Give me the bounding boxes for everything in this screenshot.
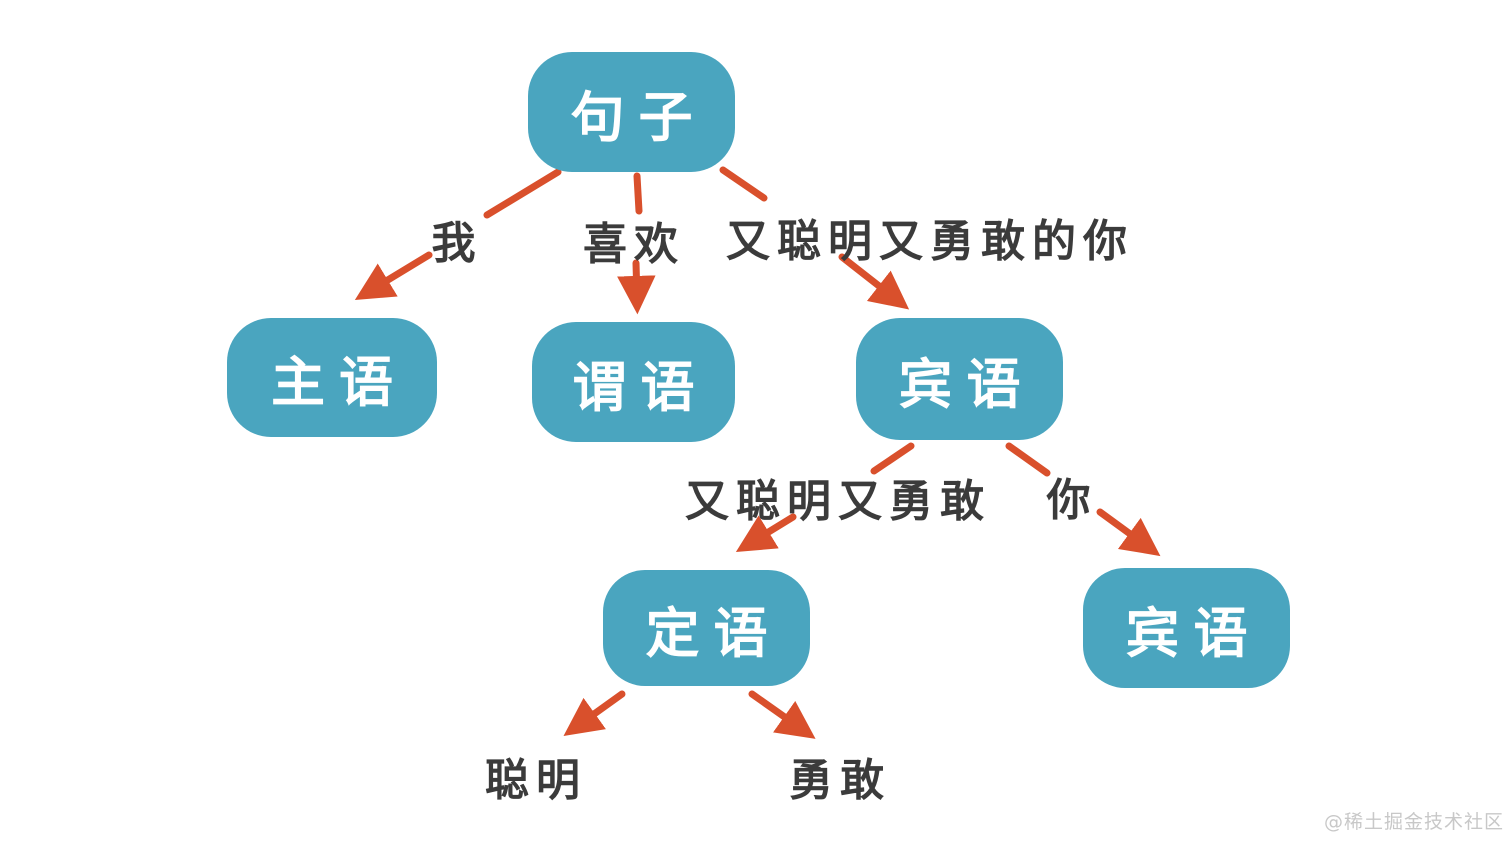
node-subject: 主语 <box>227 318 437 437</box>
edge-label-yonggan: 勇敢 <box>789 755 891 806</box>
node-sentence: 句子 <box>528 52 735 172</box>
edge-attributive-yonggan-arrow <box>748 690 816 739</box>
edge-sentence-subject-upper <box>483 168 562 219</box>
edge-sentence-object-upper <box>719 166 768 202</box>
edge-attributive-congming-arrow <box>563 690 626 736</box>
edge-sentence-subject-arrow <box>354 251 433 300</box>
edge-label-ni: 你 <box>1046 475 1098 526</box>
node-object-2: 宾语 <box>1083 568 1290 688</box>
edge-sentence-predicate-upper <box>633 172 643 215</box>
node-object: 宾语 <box>856 318 1063 440</box>
edge-label-congming: 聪明 <box>485 755 587 806</box>
edge-label-full-object-phrase: 又聪明又勇敢的你 <box>726 216 1134 267</box>
edge-label-xihuan: 喜欢 <box>583 219 685 270</box>
node-attributive: 定语 <box>603 570 810 686</box>
node-predicate: 谓语 <box>532 322 735 442</box>
edge-object-object2-arrow <box>1096 508 1161 557</box>
edge-label-attributive-phrase: 又聪明又勇敢 <box>685 476 991 527</box>
watermark: @稀土掘金技术社区 <box>1323 811 1504 833</box>
edge-label-wo: 我 <box>431 218 483 269</box>
edge-object-object2-upper <box>1005 442 1051 477</box>
